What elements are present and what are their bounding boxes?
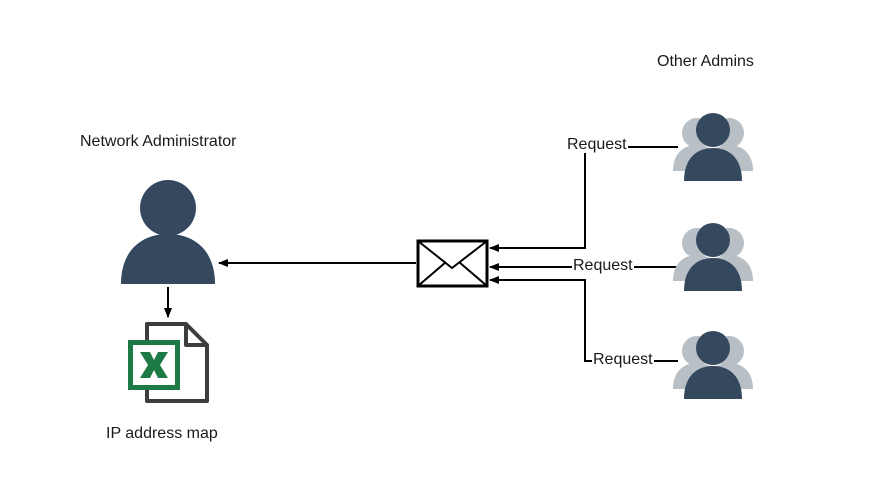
user-group-icon <box>673 113 753 181</box>
request-connector-3 <box>489 276 678 362</box>
user-group-icon <box>673 223 753 291</box>
other-admins-label: Other Admins <box>657 53 754 70</box>
request-label-2: Request <box>572 257 634 274</box>
request-label-1: Request <box>566 136 628 153</box>
network-administrator-label: Network Administrator <box>80 133 237 150</box>
network-administrator-icon <box>121 180 215 284</box>
request-connector-1 <box>489 146 678 252</box>
ip-address-map-label: IP address map <box>106 425 218 442</box>
request-label-3: Request <box>592 351 654 368</box>
envelope-icon <box>416 239 489 288</box>
excel-file-icon <box>128 322 209 403</box>
user-group-icon <box>673 331 753 399</box>
